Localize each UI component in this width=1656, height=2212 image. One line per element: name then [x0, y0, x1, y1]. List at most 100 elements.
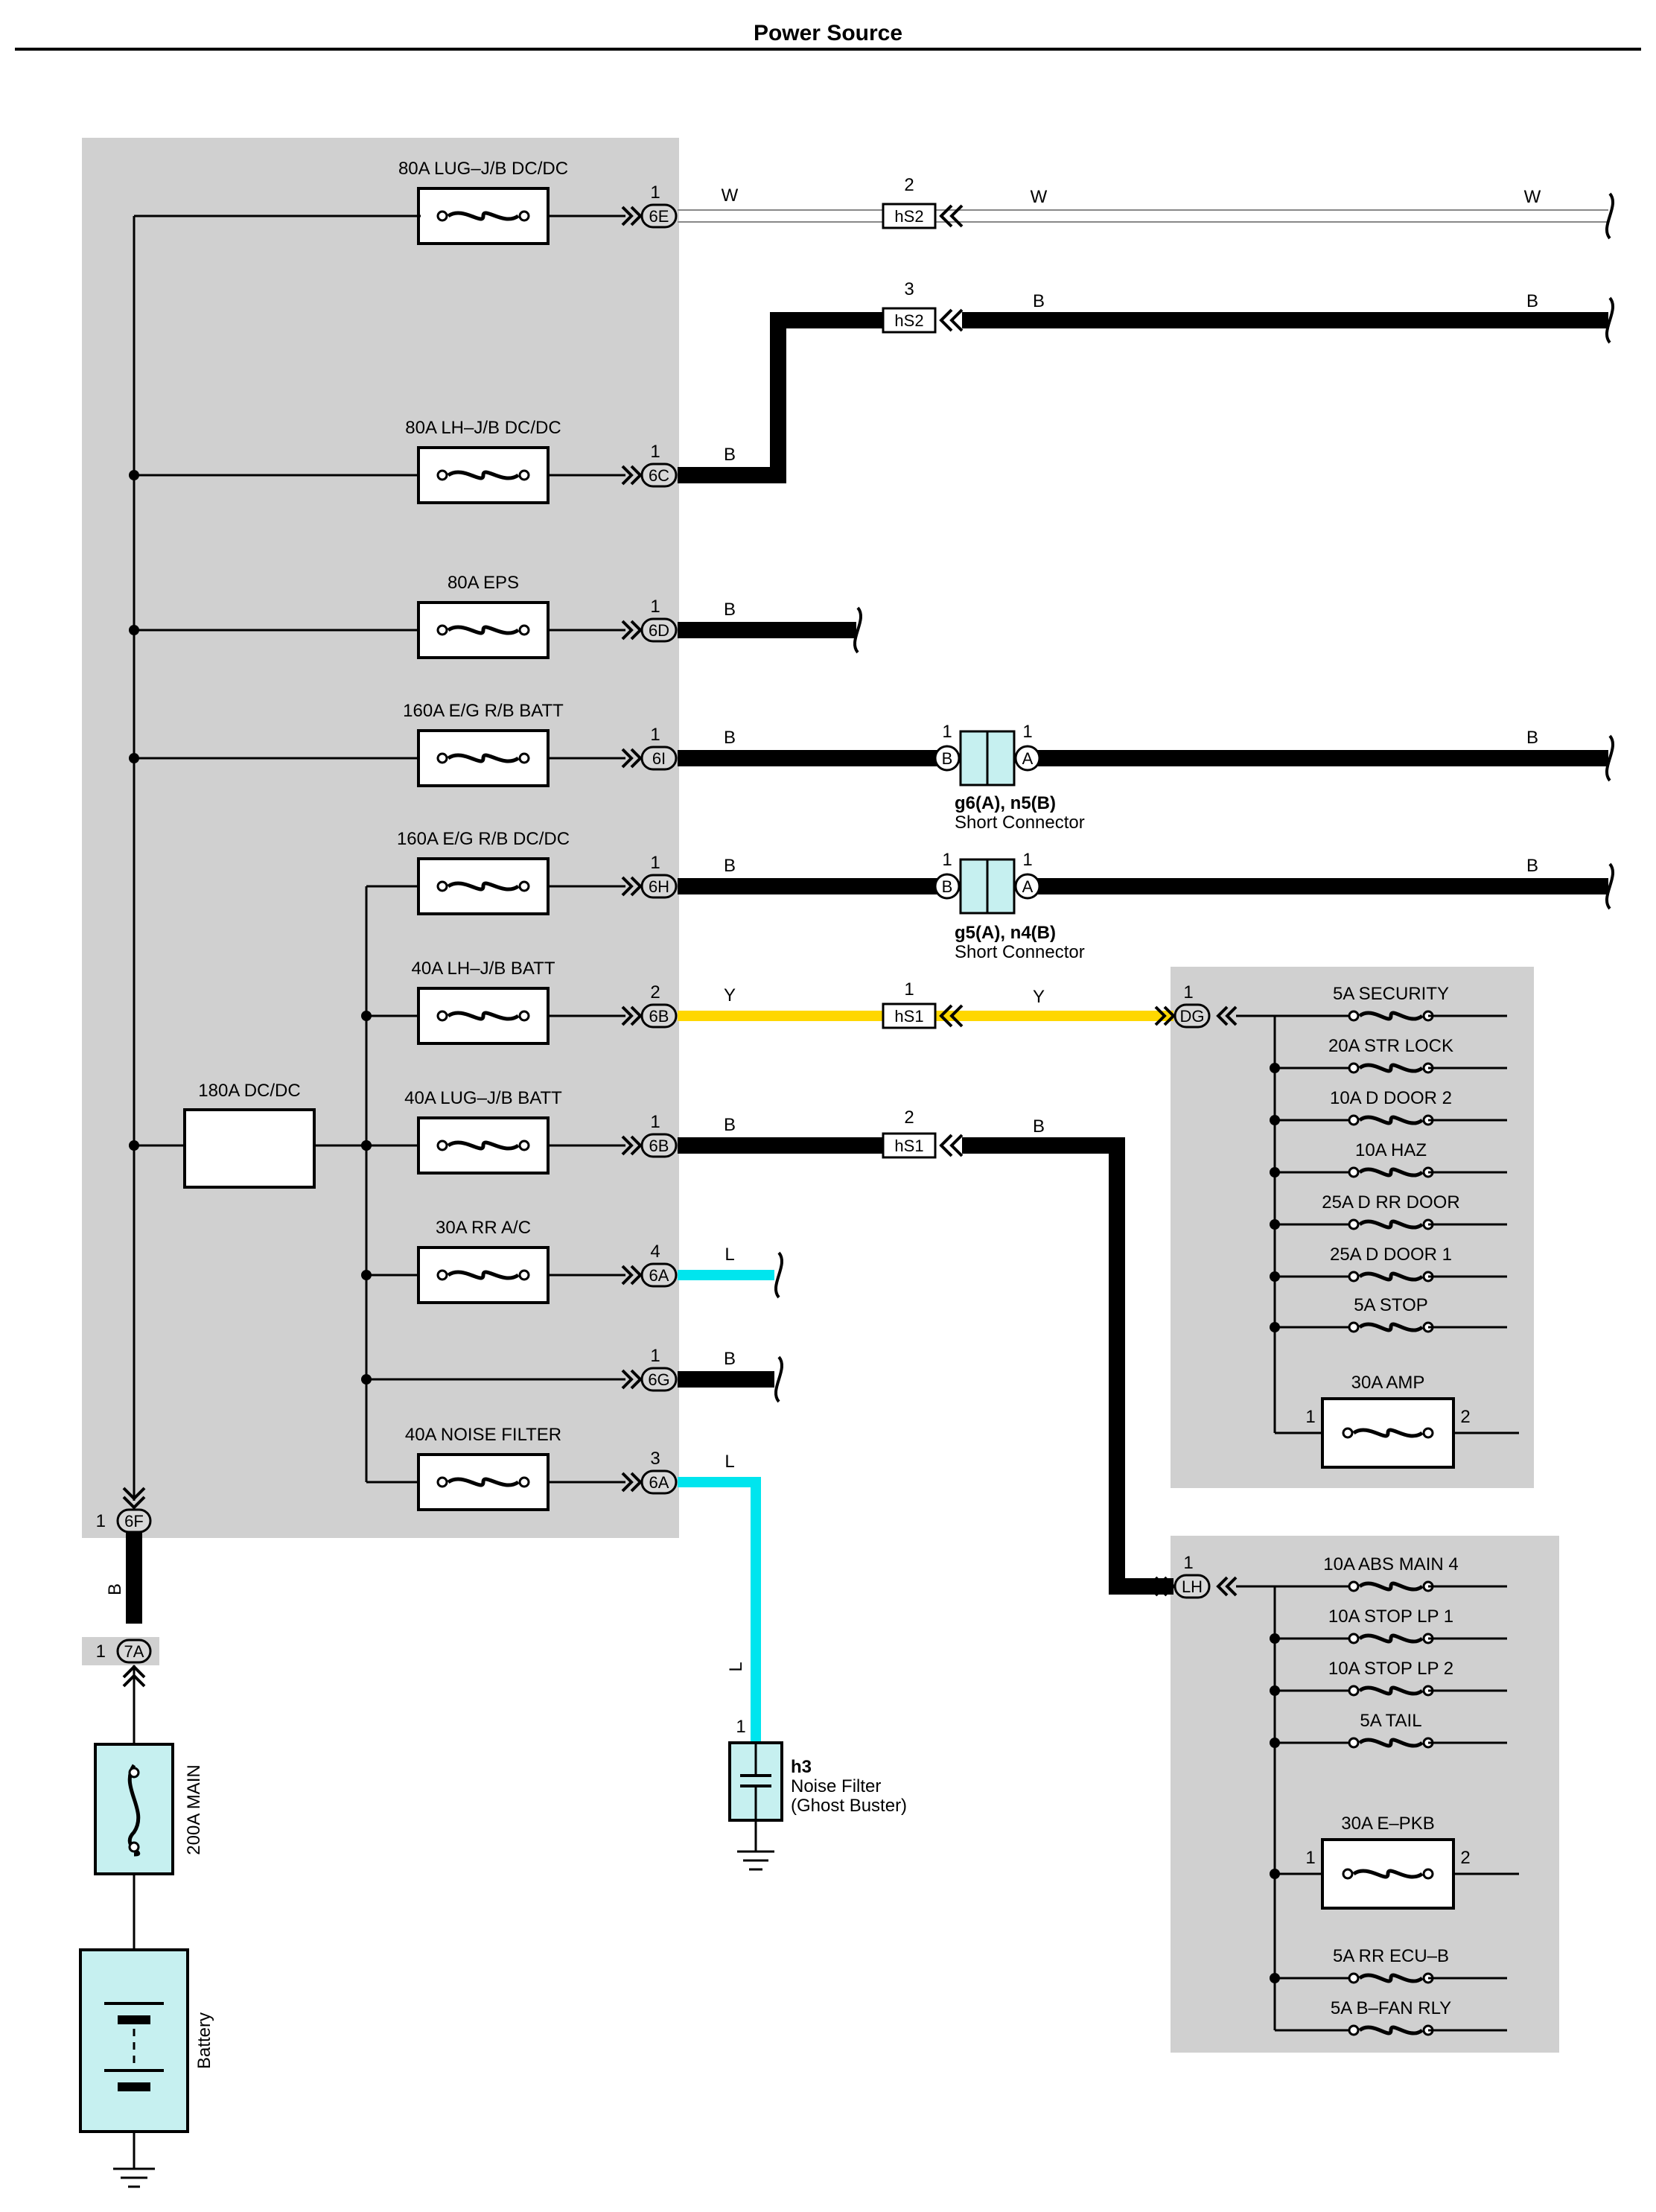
break-icon	[1605, 192, 1615, 240]
conn-lh-name: LH	[1182, 1577, 1203, 1596]
conn-pin-f_eg_batt: 1	[650, 725, 660, 745]
jb-fuse-label: 25A D DOOR 1	[1330, 1245, 1452, 1265]
hs1-yellow-pin: 1	[904, 979, 914, 999]
conn-6f-name: 6F	[124, 1512, 144, 1531]
conn-7a-pin: 1	[96, 1641, 106, 1662]
fuse-icon-f_eg_batt	[436, 752, 530, 764]
conn-f_noise-name: 6A	[649, 1473, 669, 1492]
main-fuse-term-top	[128, 1767, 140, 1779]
jb-fuse-icon	[1348, 1114, 1434, 1126]
jb-fuse-icon	[1348, 1685, 1434, 1697]
fuse-icon-f_lh_batt	[436, 1010, 530, 1022]
wire-label-f_noise: L	[724, 1452, 734, 1472]
short-conn-pin-a: 1	[1022, 850, 1032, 870]
jb-fuse-label: 10A D DOOR 2	[1330, 1088, 1452, 1108]
relay-block-panel	[82, 138, 679, 1538]
conn-f_eg_batt-name: 6I	[652, 749, 666, 768]
junction-dot	[1270, 1738, 1280, 1748]
short-conn-pin-a: 1	[1022, 722, 1032, 742]
conn-7a: 7A	[116, 1639, 152, 1688]
conn-pin-f_lh_dcdc: 1	[650, 442, 660, 462]
conn-lh: LH	[1154, 1574, 1211, 1599]
jb-fuse-label: 5A SECURITY	[1333, 984, 1449, 1004]
noise-filter-line1: Noise Filter	[791, 1776, 881, 1796]
conn-pin-f_lug_batt: 1	[650, 1112, 660, 1132]
jb-lh-panel	[1171, 1536, 1559, 2053]
fuse-icon-f_lh_dcdc	[436, 469, 530, 481]
short-conn-letter-b: B	[942, 877, 953, 896]
conn-f_rr_ac-name: 6A	[649, 1266, 669, 1285]
fuse-label-f_rr_ac: 30A RR A/C	[436, 1218, 531, 1238]
break-icon	[774, 1356, 784, 1403]
junction-dot	[1270, 1322, 1280, 1332]
jb-relay-pin2: 2	[1460, 1848, 1470, 1868]
junction-dot	[1270, 1219, 1280, 1230]
hs1-black-name: hS1	[894, 1137, 923, 1155]
fuse-icon-f_lug_batt	[436, 1140, 530, 1151]
hs1-yellow-wire-right: Y	[1033, 987, 1045, 1007]
short-conn-2-name: g5(A), n4(B)	[955, 923, 1056, 943]
conn-f_6g-name: 6G	[648, 1370, 669, 1389]
jb-relay-label: 30A E–PKB	[1341, 1814, 1434, 1834]
wire-label-f_lh_batt: Y	[724, 985, 736, 1005]
wire-label-f_rr_ac: L	[724, 1245, 734, 1265]
fuse-label-f_noise: 40A NOISE FILTER	[405, 1425, 561, 1445]
hs2-top: hS2	[882, 203, 964, 229]
conn-f_eg_batt: 6I	[621, 746, 678, 771]
wire-label-f_lug_dcdc: W	[722, 185, 739, 206]
conn-6f: 6F	[116, 1487, 152, 1534]
main-fuse-icon	[127, 1764, 141, 1857]
conn-f_lh_batt-name: 6B	[649, 1007, 669, 1026]
short-conn-pin-b: 1	[942, 850, 952, 870]
junction-dot	[1270, 1869, 1280, 1879]
junction-dot	[361, 1270, 372, 1280]
short-conn-wire-far: B	[1526, 856, 1538, 876]
dcdc-fuse-label: 180A DC/DC	[198, 1081, 300, 1101]
break-icon	[1605, 734, 1615, 782]
conn-pin-f_eps: 1	[650, 597, 660, 617]
conn-f_eps-name: 6D	[649, 621, 669, 640]
main-fuse-term-bottom	[128, 1841, 140, 1853]
conn-f_6g: 6G	[621, 1367, 678, 1392]
jb-fuse-label: 5A B–FAN RLY	[1331, 1998, 1451, 2018]
junction-dot	[361, 1374, 372, 1385]
short-conn-wire-far: B	[1526, 728, 1538, 748]
jb-relay-pin1: 1	[1305, 1848, 1315, 1868]
hs1-black-pin: 2	[904, 1107, 914, 1128]
fuse-icon-f_eps	[436, 624, 530, 636]
conn-7a-name: 7A	[124, 1642, 144, 1661]
noise-filter	[728, 1741, 783, 1871]
jb-relay-pin1: 1	[1305, 1407, 1315, 1427]
junction-dot	[361, 1011, 372, 1021]
jb-fuse-icon	[1348, 1737, 1434, 1749]
battery-ground-icon	[113, 2167, 155, 2188]
conn-f_lh_batt: 6B	[621, 1003, 678, 1029]
jb-fuse-label: 5A STOP	[1354, 1295, 1428, 1315]
jb-relay-label: 30A AMP	[1351, 1373, 1425, 1393]
junction-dot	[1270, 1633, 1280, 1644]
break-icon	[1605, 296, 1615, 344]
fuse-label-f_lh_batt: 40A LH–J/B BATT	[412, 959, 555, 979]
short-conn-1-name: g6(A), n5(B)	[955, 793, 1056, 813]
short-conn-2-desc: Short Connector	[955, 942, 1085, 962]
conn-f_lh_dcdc: 6C	[621, 463, 678, 488]
jb-fuse-label: 20A STR LOCK	[1328, 1036, 1453, 1056]
fuse-label-f_eg_batt: 160A E/G R/B BATT	[403, 701, 564, 721]
conn-f_eg_dcdc-name: 6H	[649, 877, 669, 896]
fuse-label-f_lh_dcdc: 80A LH–J/B DC/DC	[405, 418, 561, 438]
jb-fuse-label: 25A D RR DOOR	[1322, 1192, 1459, 1213]
jb-relay-icon	[1342, 1868, 1434, 1880]
wire-label-f_eg_batt: B	[724, 728, 736, 748]
break-icon	[774, 1251, 784, 1299]
fuse-icon-f_rr_ac	[436, 1269, 530, 1281]
jb-fuse-label: 5A TAIL	[1360, 1711, 1421, 1731]
hs2-bottom: hS2	[882, 307, 964, 334]
noise-filter-line2: (Ghost Buster)	[791, 1796, 907, 1816]
break-icon	[1605, 862, 1615, 910]
conn-f_lug_batt-name: 6B	[649, 1137, 669, 1155]
page-title: Power Source	[754, 21, 902, 45]
